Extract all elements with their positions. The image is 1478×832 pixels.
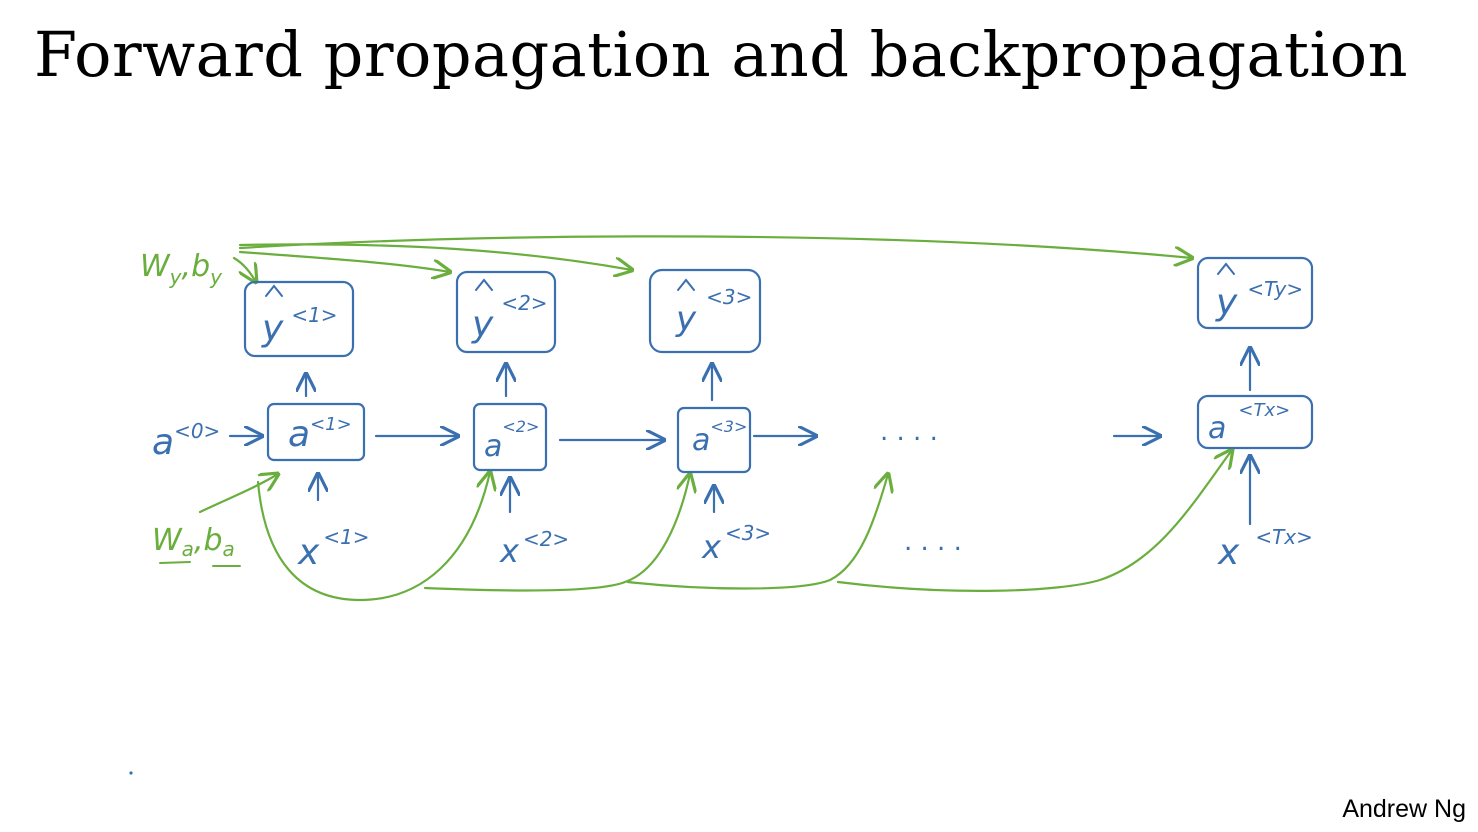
output-label-ty: y <Ty> — [1215, 277, 1303, 323]
wa-subscript: a — [182, 537, 194, 561]
by-symbol: b — [191, 249, 210, 284]
stray-dot — [129, 771, 133, 775]
x2-superscript: <2> — [523, 527, 569, 551]
a2-superscript: <2> — [502, 417, 539, 436]
x3-superscript: <3> — [725, 521, 771, 545]
activation-box-2 — [472, 402, 548, 472]
x1-symbol: x — [297, 532, 320, 573]
yhat-ty-symbol: y — [1215, 282, 1238, 323]
slide-title: Forward propagation and backpropagation — [34, 18, 1409, 91]
input-label-2: x<2> — [499, 527, 569, 570]
a1-symbol: a — [288, 414, 310, 455]
yhat3-superscript: <3> — [706, 285, 752, 309]
yhat3-symbol: y — [675, 299, 697, 339]
a3-symbol: a — [692, 423, 710, 458]
activation-label-2: a<2> — [484, 417, 539, 464]
author-credit: Andrew Ng — [1342, 795, 1466, 823]
output-params-label: Wy,by — [140, 249, 223, 289]
activation-param-underlines — [159, 561, 241, 567]
activation-box-1 — [266, 402, 366, 462]
yhat1-symbol: y — [261, 308, 284, 349]
yhat-ty-superscript: <Ty> — [1247, 277, 1303, 301]
output-box-3 — [648, 268, 762, 354]
input-label-1: x<1> — [297, 525, 370, 573]
a0-symbol: a — [152, 422, 174, 463]
activation-label-1: a<1> — [288, 414, 352, 455]
yhat-hats — [265, 262, 1235, 297]
atx-superscript: <Tx> — [1238, 400, 1290, 421]
xtx-symbol: x — [1217, 532, 1240, 573]
a1-superscript: <1> — [310, 414, 352, 435]
a0-superscript: <0> — [174, 419, 220, 443]
output-box-2 — [455, 270, 557, 354]
output-box-1 — [243, 280, 355, 358]
activation-box-tx — [1196, 394, 1314, 450]
x2-symbol: x — [499, 532, 520, 570]
output-param-connections — [232, 235, 1192, 282]
x1-superscript: <1> — [323, 525, 369, 549]
activation-ellipsis: . . . . — [880, 417, 938, 447]
wy-symbol: W — [140, 249, 171, 284]
xtx-superscript: <Tx> — [1255, 525, 1313, 549]
yhat2-superscript: <2> — [501, 291, 547, 315]
activation-label-3: a<3> — [692, 417, 747, 458]
activation-params-label: Wa,ba — [152, 523, 235, 561]
output-box-ty — [1196, 256, 1314, 330]
input-label-3: x<3> — [701, 521, 771, 566]
forward-connections — [228, 348, 1250, 526]
output-label-3: y <3> — [675, 285, 752, 339]
output-label-1: y <1> — [261, 303, 338, 349]
output-label-2: y <2> — [471, 291, 548, 345]
activation-label-tx: a <Tx> — [1208, 400, 1290, 446]
by-subscript: y — [209, 265, 223, 289]
input-label-tx: x <Tx> — [1217, 525, 1313, 573]
x3-symbol: x — [701, 528, 722, 566]
initial-activation-label: a<0> — [152, 419, 220, 463]
wy-subscript: y — [169, 265, 183, 289]
ba-subscript: a — [223, 537, 235, 561]
ba-symbol: b — [203, 523, 222, 558]
input-ellipsis: . . . . — [904, 527, 962, 557]
yhat1-superscript: <1> — [291, 303, 337, 327]
a3-superscript: <3> — [710, 417, 747, 436]
a2-symbol: a — [484, 429, 502, 464]
activation-box-3 — [676, 406, 752, 474]
yhat2-symbol: y — [471, 304, 494, 345]
atx-symbol: a — [1208, 411, 1226, 446]
activation-param-connections — [198, 450, 1232, 602]
wa-symbol: W — [152, 523, 183, 558]
